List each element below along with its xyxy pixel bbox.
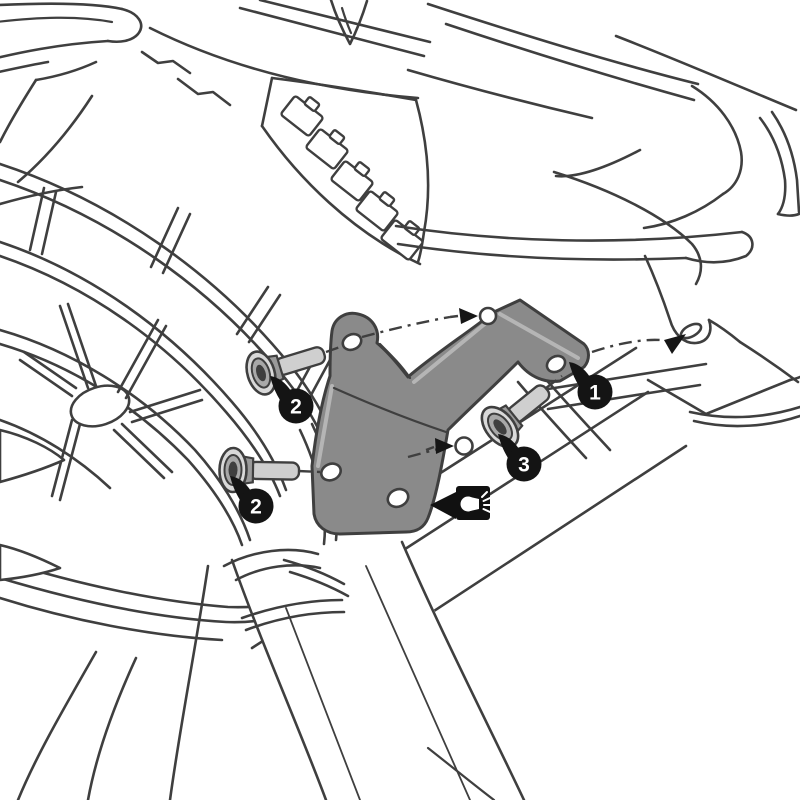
callout-2-lower-label: 2 [250,496,262,519]
callout-3-label: 3 [518,454,530,477]
dash-line-upper-to-hole [361,315,451,339]
bracket-ear-hole [341,332,363,352]
fairing-blade-left-upper [0,428,66,484]
fork-tube [222,540,526,800]
bolt-socket [228,461,238,479]
bracket-creases [332,342,448,434]
callout-2-upper: 2 [270,376,314,424]
bolt-socket [493,419,507,435]
bolt-socket [256,364,266,382]
callout-2-lower: 2 [230,476,274,524]
callout-1-label: 1 [589,382,601,405]
bracket-holes [320,332,567,509]
small-black-arrow-icon-upper [459,308,478,324]
right-bodywork-line-art [394,2,800,428]
bracket-highlights [316,312,580,468]
connector-block-cluster [260,76,430,266]
dash-line-flange-to-hole [591,338,661,354]
callouts: 1 2 2 3 [230,362,613,524]
callout-2-upper-label: 2 [290,396,302,419]
bodywork-tab-outline [643,254,712,345]
dash-line-mid-to-hole [407,447,439,459]
connector-blocks [280,95,424,261]
upper-fairing-line-art [0,0,432,206]
fender-oval-opening [69,384,131,428]
fairing-blade-left-lower [0,543,62,582]
dash-line-upper-bolt [325,344,344,354]
headlight-icon [460,491,492,513]
bracket-hole-lower [386,487,410,509]
frame-holes-and-arrows [425,306,703,456]
small-black-arrow-icon-right [664,334,686,354]
small-black-arrow-icon-mid [435,438,454,454]
callout-3: 3 [498,434,542,482]
callout-1: 1 [569,362,613,410]
assembly-dash-lines [297,315,661,474]
flanged-bolt-lower-left [218,446,301,494]
bracket-flange-hole [545,354,567,374]
headlight-callout [430,486,492,520]
mounting-bracket [310,298,590,536]
dash-line-bolt3 [545,375,563,389]
bracket-hole-front [320,462,342,482]
frame-hole-mid [454,436,474,456]
dash-line-lower-bolt [297,469,321,474]
left-arrow-icon [430,492,456,519]
frame-hole-upper [478,306,498,326]
bolt-shaft [247,460,301,481]
